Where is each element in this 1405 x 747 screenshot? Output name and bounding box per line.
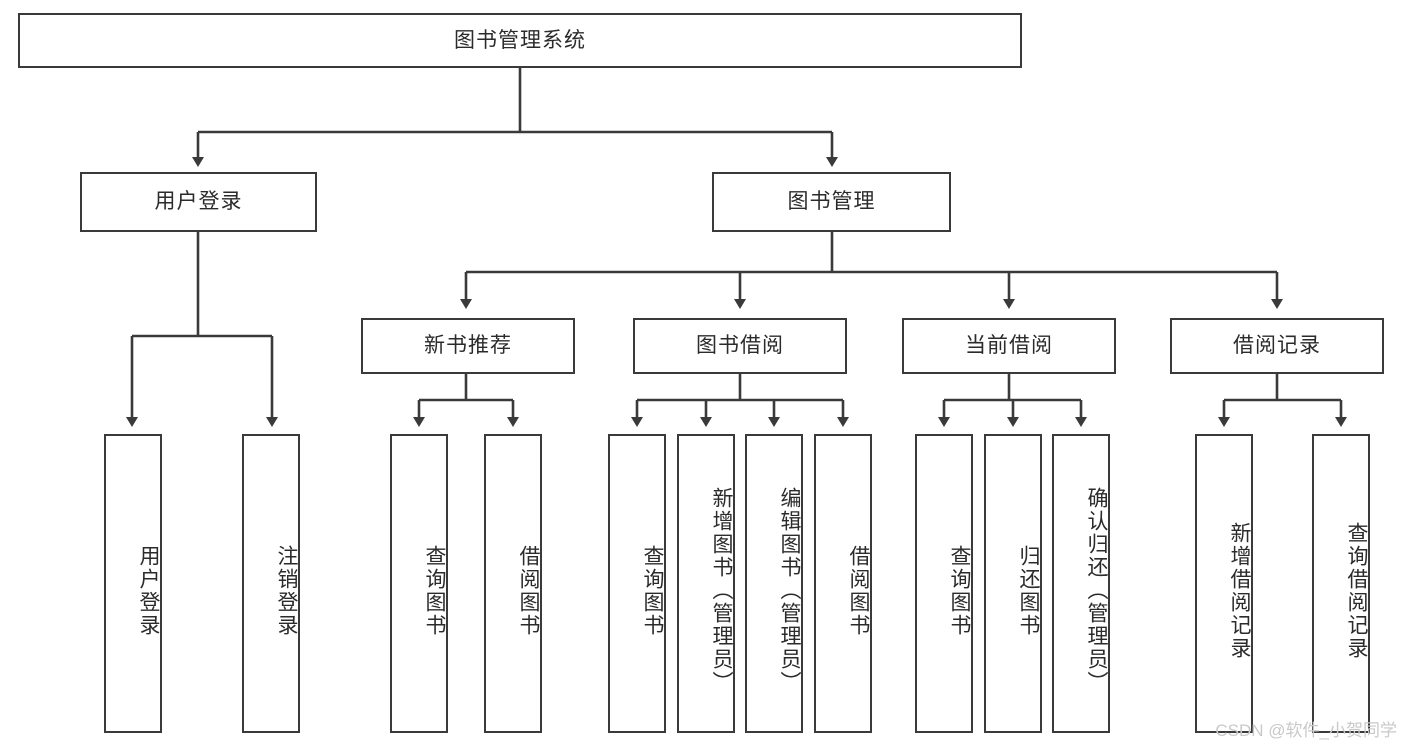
leaf-borrow-book-recommend-label: 借阅图书 — [517, 544, 540, 637]
node-book-management-label: 图书管理 — [787, 190, 876, 214]
node-new-book-recommend-label: 新书推荐 — [424, 334, 512, 358]
node-book-borrow[interactable]: 图书借阅 — [633, 318, 847, 374]
node-new-book-recommend[interactable]: 新书推荐 — [361, 318, 575, 374]
node-book-management[interactable]: 图书管理 — [712, 172, 951, 232]
leaf-add-book-admin-label: 新增图书（管理员） — [710, 487, 733, 694]
leaf-user-login-label: 用户登录 — [137, 544, 160, 637]
leaf-confirm-return-admin[interactable]: 确认归还（管理员） — [1052, 434, 1110, 733]
leaf-edit-book-admin[interactable]: 编辑图书（管理员） — [745, 434, 803, 733]
watermark: CSDN @软件_小贺同学 — [1215, 721, 1397, 740]
node-current-borrow[interactable]: 当前借阅 — [902, 318, 1116, 374]
leaf-return-book-label: 归还图书 — [1017, 544, 1040, 637]
leaf-query-book-current-label: 查询图书 — [948, 544, 971, 637]
leaf-borrow-book-recommend[interactable]: 借阅图书 — [484, 434, 542, 733]
node-current-borrow-label: 当前借阅 — [965, 334, 1053, 358]
node-root-label: 图书管理系统 — [454, 28, 586, 52]
node-root[interactable]: 图书管理系统 — [18, 13, 1022, 68]
node-user-login[interactable]: 用户登录 — [80, 172, 317, 232]
leaf-user-login[interactable]: 用户登录 — [104, 434, 162, 733]
leaf-borrow-book[interactable]: 借阅图书 — [814, 434, 872, 733]
leaf-add-book-admin[interactable]: 新增图书（管理员） — [677, 434, 735, 733]
leaf-logout-label: 注销登录 — [275, 544, 298, 637]
leaf-confirm-return-admin-label: 确认归还（管理员） — [1085, 487, 1108, 694]
leaf-return-book[interactable]: 归还图书 — [984, 434, 1042, 733]
leaf-edit-book-admin-label: 编辑图书（管理员） — [778, 487, 801, 694]
node-borrow-record[interactable]: 借阅记录 — [1170, 318, 1384, 374]
leaf-query-book-current[interactable]: 查询图书 — [915, 434, 973, 733]
node-borrow-record-label: 借阅记录 — [1233, 334, 1321, 358]
leaf-query-book-borrow-label: 查询图书 — [641, 544, 664, 637]
node-book-borrow-label: 图书借阅 — [696, 334, 784, 358]
leaf-query-borrow-record[interactable]: 查询借阅记录 — [1312, 434, 1370, 733]
leaf-add-borrow-record[interactable]: 新增借阅记录 — [1195, 434, 1253, 733]
leaf-query-book-borrow[interactable]: 查询图书 — [608, 434, 666, 733]
leaf-add-borrow-record-label: 新增借阅记录 — [1228, 521, 1251, 660]
leaf-query-borrow-record-label: 查询借阅记录 — [1345, 521, 1368, 660]
leaf-query-book-recommend[interactable]: 查询图书 — [390, 434, 448, 733]
node-user-login-label: 用户登录 — [154, 190, 243, 214]
leaf-borrow-book-label: 借阅图书 — [847, 544, 870, 637]
leaf-query-book-recommend-label: 查询图书 — [423, 544, 446, 637]
leaf-logout[interactable]: 注销登录 — [242, 434, 300, 733]
